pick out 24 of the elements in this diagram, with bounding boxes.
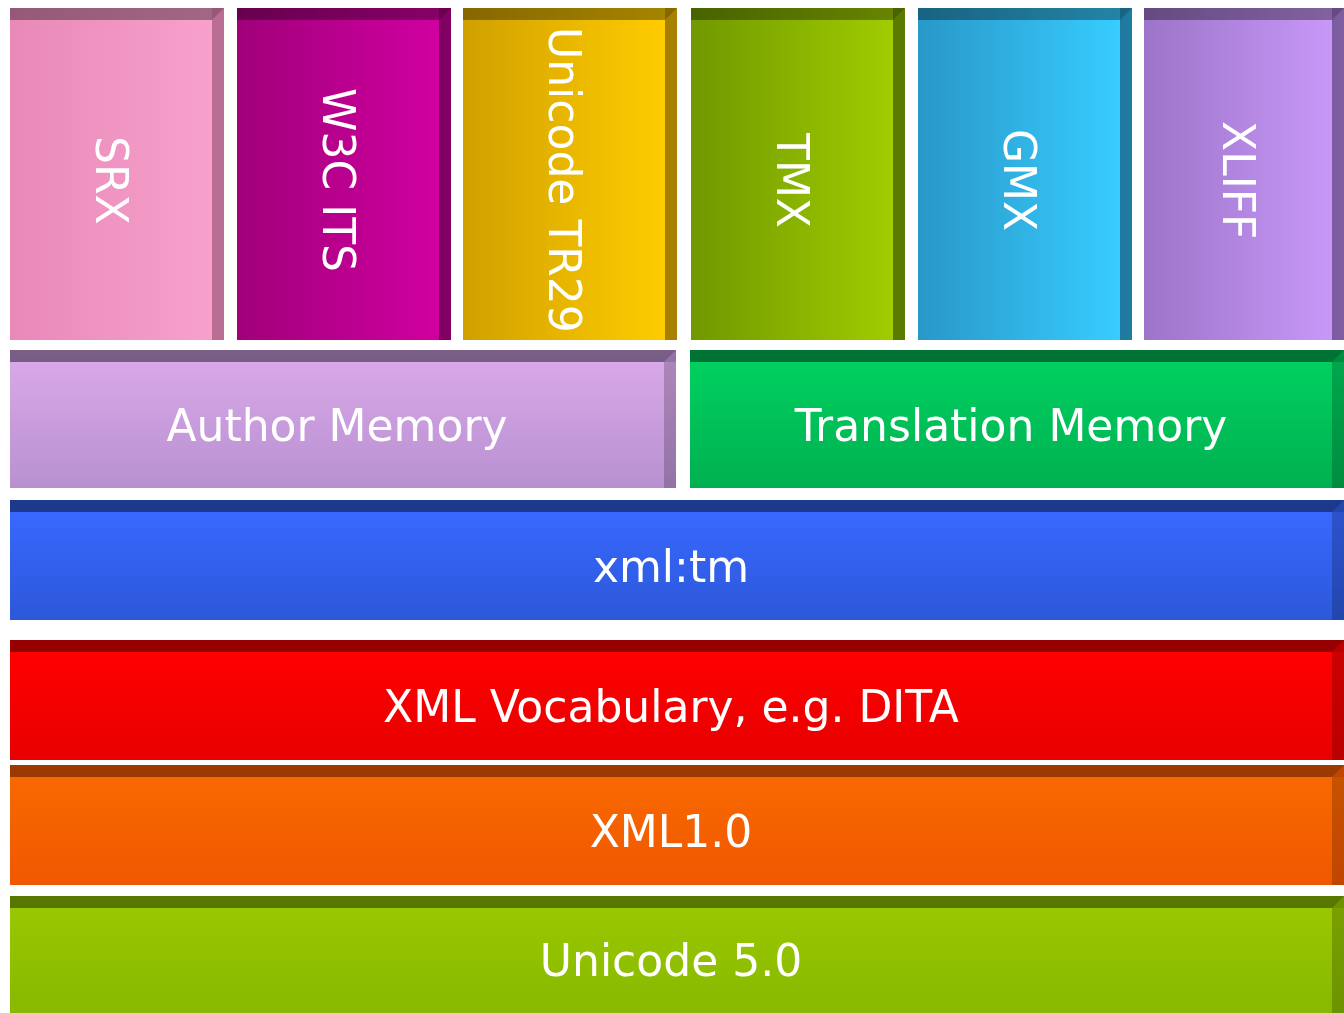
block-label: Translation Memory [794, 399, 1228, 451]
layer-block [918, 8, 1132, 340]
block-label: TMX [766, 132, 818, 228]
block-label: W3C ITS [312, 88, 364, 272]
block-label: Unicode 5.0 [539, 935, 803, 986]
layer-block [690, 350, 1344, 488]
block-label: SRX [85, 135, 137, 225]
block-label: XML Vocabulary, e.g. DITA [383, 680, 959, 732]
layer-block [691, 8, 905, 340]
layer-block [1144, 8, 1344, 340]
block-label: Author Memory [166, 399, 508, 451]
layer-block [10, 8, 224, 340]
block-label: XML1.0 [589, 805, 753, 857]
block-label: Unicode TR29 [538, 27, 590, 333]
block-label: xml:tm [592, 540, 750, 592]
layer-block [10, 896, 1344, 1013]
block-label: GMX [993, 128, 1045, 232]
layer-block [237, 8, 451, 340]
layer-block [10, 350, 676, 488]
layer-block [10, 765, 1344, 885]
layer-block [10, 640, 1344, 760]
layer-block [10, 500, 1344, 620]
layer-block [463, 8, 677, 340]
block-label: XLIFF [1212, 120, 1264, 240]
